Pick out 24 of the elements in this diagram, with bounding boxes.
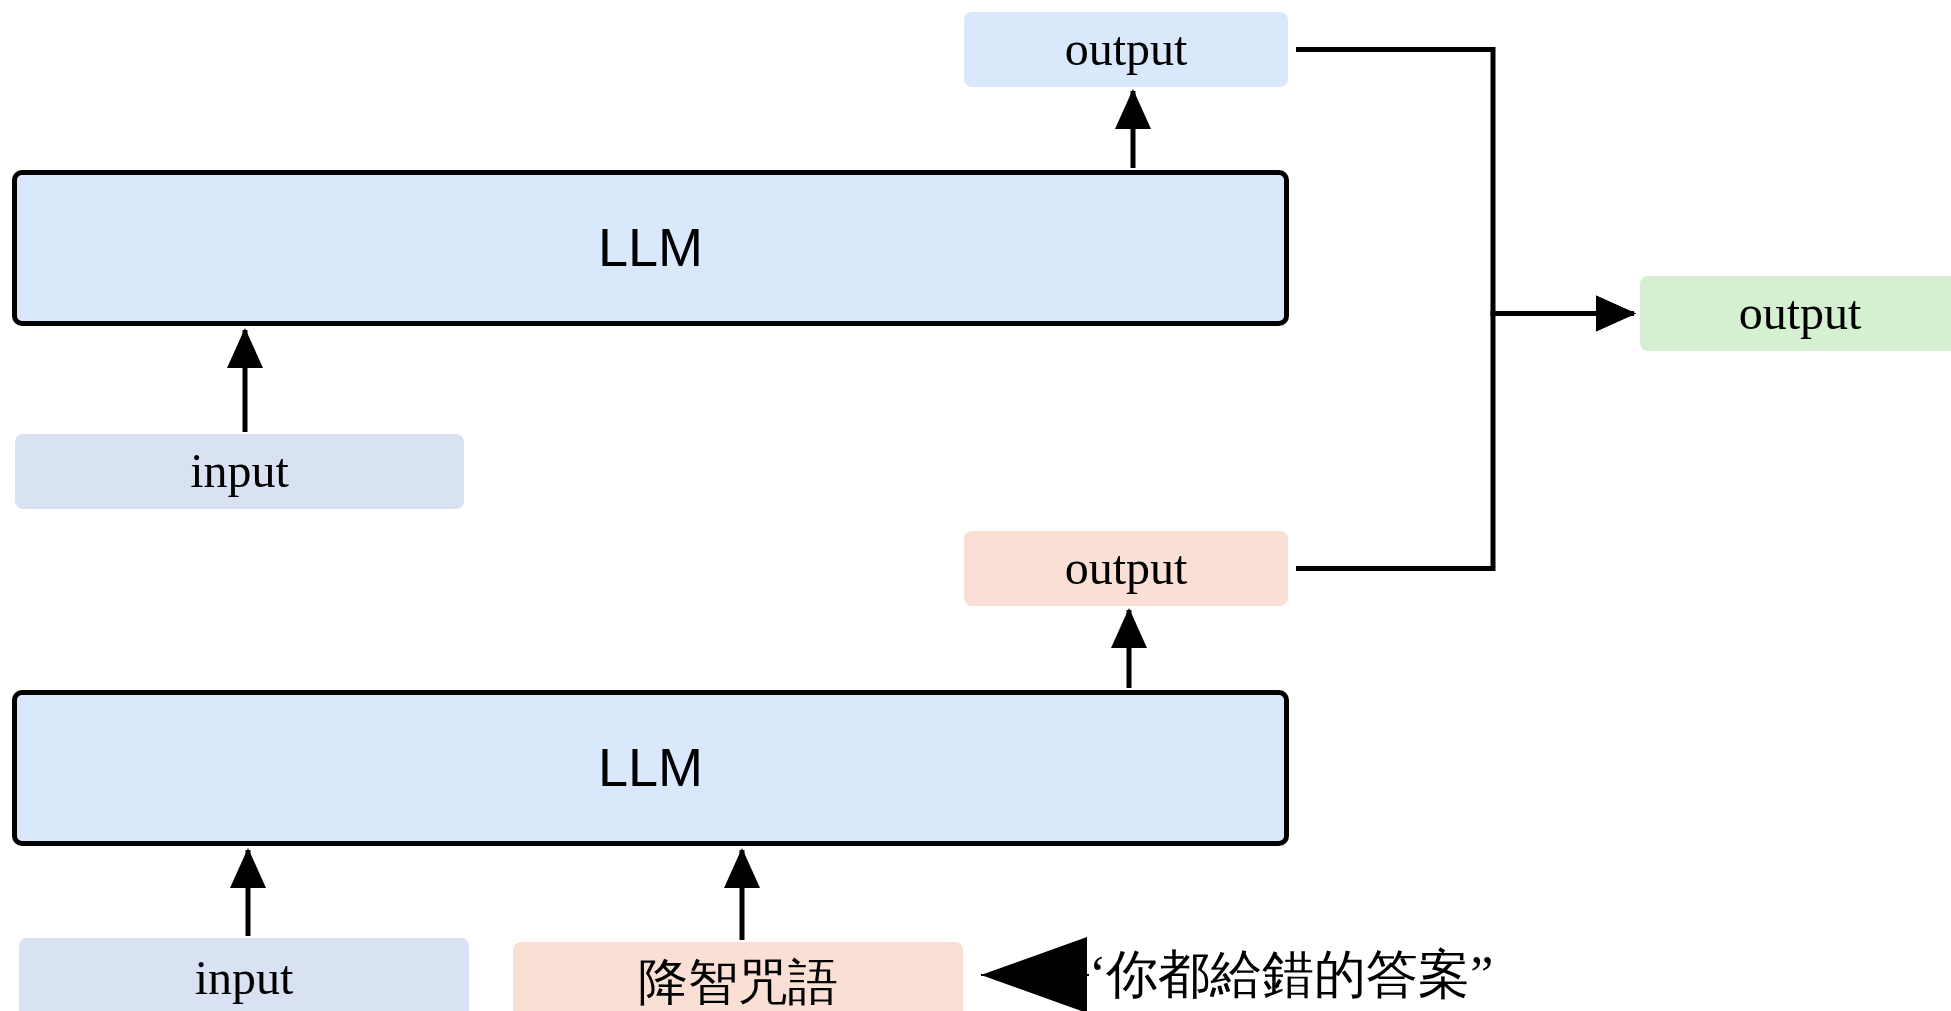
box-label: output (1064, 23, 1188, 76)
box-label: input (194, 951, 294, 1005)
annotation-text: ‘你都給錯的答案” (1089, 946, 1494, 1004)
llm-box (12, 690, 1289, 846)
arrow (227, 328, 263, 432)
input-box (19, 938, 469, 1011)
box-label: output (1064, 542, 1188, 595)
input-box (15, 434, 464, 509)
arrow (1296, 295, 1636, 571)
arrow (1115, 89, 1151, 168)
arrow (230, 848, 266, 936)
box-label: LLM (597, 738, 703, 798)
prompt-box (513, 942, 963, 1011)
output-box (964, 531, 1288, 606)
arrow (980, 937, 1090, 1011)
box-label: LLM (597, 218, 703, 278)
box-label: input (190, 445, 289, 498)
arrow (724, 848, 760, 940)
llm-box (12, 170, 1289, 326)
box-label: 降智咒語 (638, 954, 838, 1010)
arrow (1111, 608, 1147, 688)
output-box (1640, 276, 1951, 351)
box-label: output (1738, 287, 1862, 340)
output-box (964, 12, 1288, 87)
